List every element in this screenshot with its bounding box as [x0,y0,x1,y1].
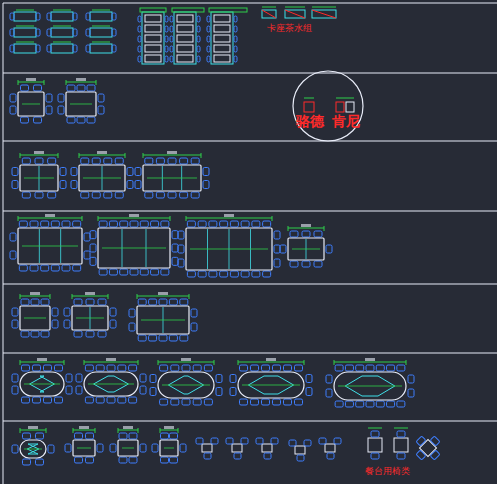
dining-table-set [10,78,52,123]
row-divider [3,211,497,212]
dining-table-set [12,426,54,465]
dining-chair-set [368,428,408,459]
dining-table-set [58,78,104,123]
dining-table-set [10,214,90,271]
diagonal-table [410,430,447,467]
chair-group [256,438,278,459]
booth-bench [170,8,204,64]
dining-table-set [326,358,414,407]
dining-table-set [178,214,280,277]
booth-bench [138,8,168,64]
dining-table-set [76,358,146,403]
dining-table-set [230,358,312,405]
callout-circle: 骆德肯尼 [292,70,364,142]
chair-group [196,438,218,459]
row-divider [3,73,497,74]
dining-table-set [280,224,332,267]
note-label: 餐台用椅类 [364,465,411,478]
dining-table-set [152,426,186,463]
row-divider [3,421,497,422]
dining-table-set [65,426,103,463]
booth-bench [207,8,247,64]
row-divider [3,141,497,142]
brand-name: 骆德 [296,113,324,131]
tea-unit [312,7,336,18]
chair-group [319,438,341,459]
note-label: 卡座茶水组 [266,22,313,35]
dining-table-set [12,358,72,403]
dining-table-set [135,151,209,198]
dining-table-set [71,151,133,198]
row-divider [3,284,497,285]
dining-table-set [129,292,197,341]
chair-group [289,440,311,461]
dining-table-set [12,151,66,198]
dining-table-set [64,292,116,337]
dining-table-set [12,292,58,337]
row-divider [3,3,497,4]
tea-unit [262,7,276,18]
chair-group [226,438,248,459]
dining-table-set [110,426,146,463]
circle-outline [292,70,364,142]
dining-table-set [150,358,222,405]
booth-seating [10,10,116,53]
sheet-border [3,3,4,484]
row-divider [3,353,497,354]
brand-name: 肯尼 [332,113,360,131]
dining-table-set [90,214,178,275]
tea-unit [285,7,305,18]
